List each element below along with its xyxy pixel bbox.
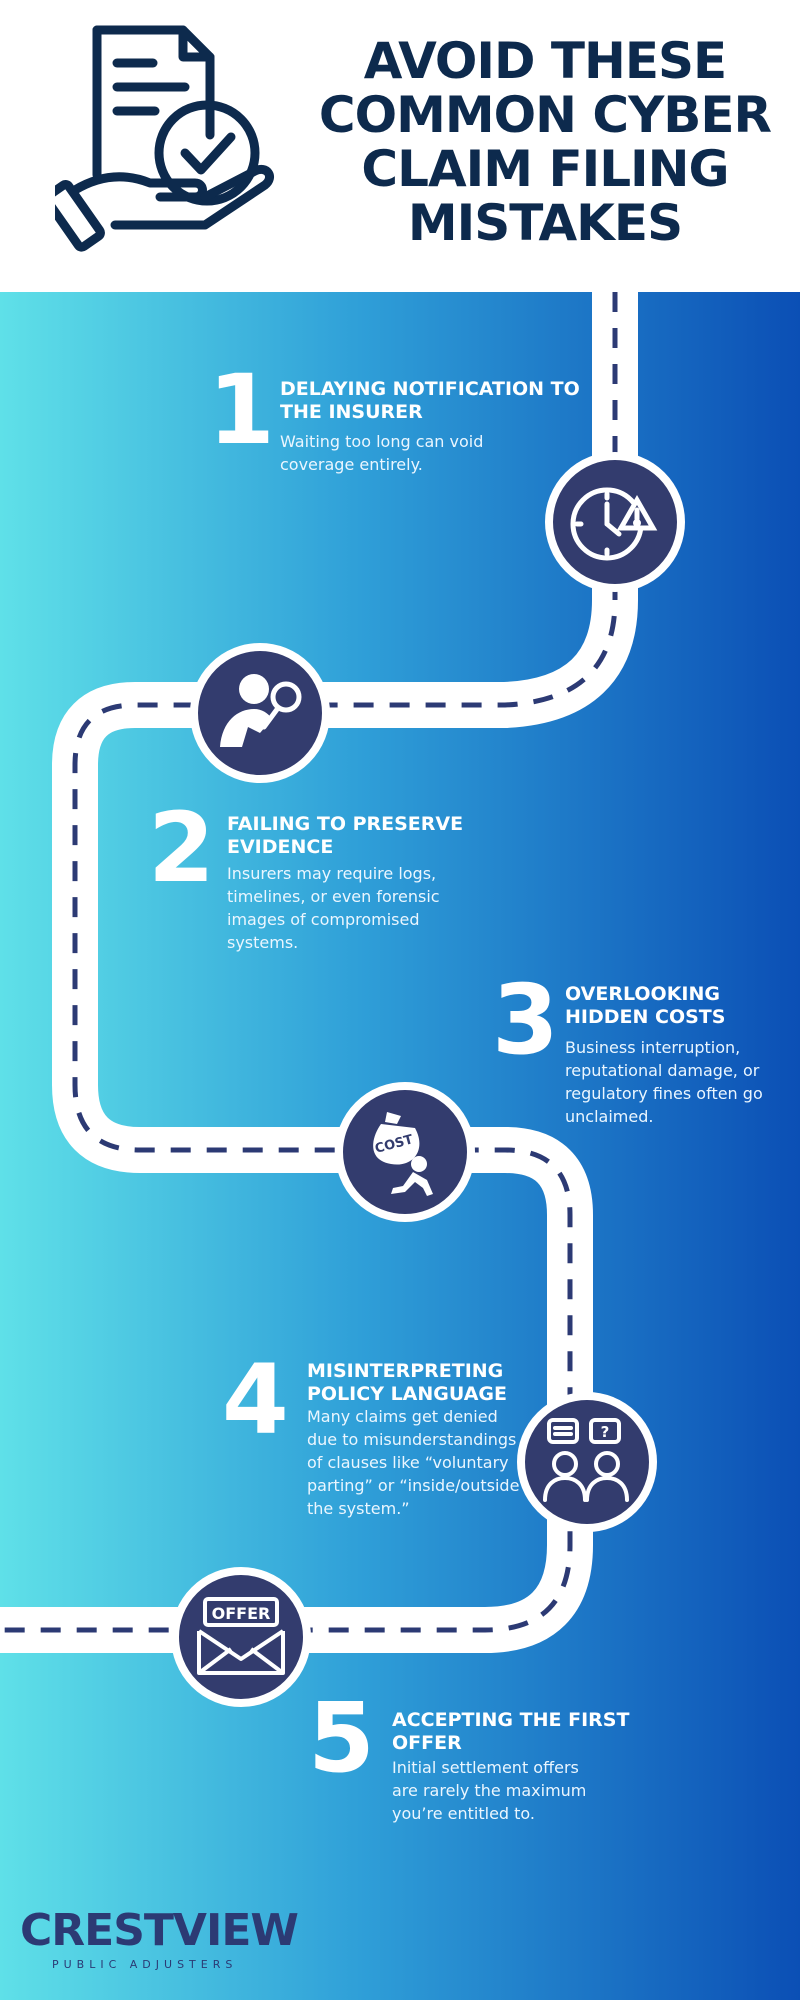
step-2-number: 2 [148,792,215,904]
cost-bag-badge: COST [335,1082,475,1222]
step-5-description: Initial settlement offers are rarely the… [392,1758,587,1823]
title-line: AVOID THESE [363,32,727,90]
clock-warning-icon [570,487,658,561]
step-5-number: 5 [308,1682,375,1794]
step-1-title: DELAYING NOTIFICATION TO THE INSURER [280,378,580,423]
step-3-number: 3 [492,964,559,1076]
clock-warning-badge [545,452,685,592]
brand-logo: CRESTVIEW [20,1905,299,1956]
magnifier-person-badge [190,643,330,783]
step-5-title: ACCEPTING THE FIRST OFFER [392,1709,630,1754]
brand-tagline: PUBLIC ADJUSTERS [52,1958,238,1971]
offer-envelope-badge: OFFER [171,1567,311,1707]
svg-text:?: ? [601,1423,610,1441]
step-2-title: FAILING TO PRESERVE EVIDENCE [227,813,464,858]
cost-bag-icon: COST [373,1112,433,1196]
step-1-description: Waiting too long can void coverage entir… [280,432,484,474]
offer-envelope-icon: OFFER [197,1597,285,1675]
page-title: AVOID THESE COMMON CYBER CLAIM FILING MI… [290,34,800,250]
step-2-description: Insurers may require logs, timelines, or… [227,864,440,952]
step-4-title: MISINTERPRETING POLICY LANGUAGE [307,1360,508,1405]
people-questions-icon: ? [543,1418,629,1502]
step-3-title: OVERLOOKING HIDDEN COSTS [565,983,726,1028]
header: AVOID THESE COMMON CYBER CLAIM FILING MI… [0,0,800,292]
offer-label: OFFER [212,1604,271,1623]
title-line: CLAIM FILING [361,140,729,198]
document-hand-check-icon [55,25,274,252]
people-questions-badge: ? [517,1392,657,1532]
magnifier-person-icon [220,674,302,747]
step-4-description: Many claims get denied due to misunderst… [307,1407,520,1518]
step-4-number: 4 [222,1344,289,1456]
step-1-number: 1 [208,354,275,466]
step-3-description: Business interruption, reputational dama… [565,1038,763,1126]
title-line: MISTAKES [407,194,683,252]
title-line: COMMON CYBER [318,86,772,144]
